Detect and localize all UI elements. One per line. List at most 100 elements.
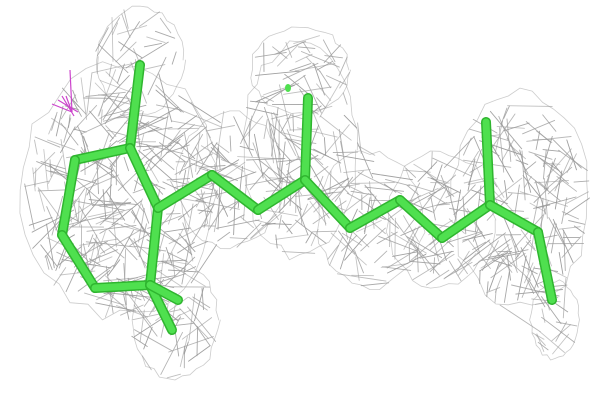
mesh-contour xyxy=(316,150,426,291)
mesh-line xyxy=(492,189,514,212)
bond xyxy=(154,171,216,212)
mesh-line xyxy=(200,189,209,225)
mesh-line xyxy=(255,70,300,76)
mesh-line xyxy=(476,232,506,255)
mesh-line xyxy=(356,220,382,233)
mesh-line xyxy=(319,70,332,89)
mesh-line xyxy=(147,56,167,96)
mesh-line xyxy=(491,244,510,261)
mesh-line xyxy=(70,170,114,194)
mesh-line xyxy=(37,187,46,212)
mesh-line xyxy=(268,120,274,164)
mesh-line xyxy=(410,186,447,207)
mesh-line xyxy=(496,125,525,129)
mesh-line xyxy=(72,218,87,227)
mesh-line xyxy=(324,55,343,59)
mesh-line xyxy=(159,17,172,34)
density-mesh-outline xyxy=(19,5,589,381)
atom-marker-line xyxy=(65,95,73,113)
mesh-contour xyxy=(19,61,219,321)
mesh-line xyxy=(561,211,580,220)
mesh-line xyxy=(60,122,79,146)
mesh-line xyxy=(168,336,214,353)
mesh-line xyxy=(96,56,99,74)
mesh-line xyxy=(283,86,332,95)
mesh-line xyxy=(270,114,290,120)
mesh-line xyxy=(566,153,577,174)
mesh-line xyxy=(95,27,109,52)
mesh-line xyxy=(520,247,539,288)
mesh-line xyxy=(547,178,565,195)
mesh-line xyxy=(313,148,342,164)
mesh-line xyxy=(139,11,160,27)
mesh-line xyxy=(108,63,112,77)
mesh-line xyxy=(432,186,448,214)
mesh-line xyxy=(313,177,349,213)
mesh-contour xyxy=(175,110,284,250)
mesh-line xyxy=(140,122,162,129)
mesh-line xyxy=(506,137,529,174)
mesh-line xyxy=(137,134,145,157)
density-mesh xyxy=(24,9,590,379)
mesh-line xyxy=(134,141,184,155)
mesh-line xyxy=(527,230,535,273)
mesh-line xyxy=(261,95,274,102)
mesh-line xyxy=(271,112,275,135)
mesh-line xyxy=(24,183,35,230)
mesh-line xyxy=(95,212,123,225)
mesh-line xyxy=(406,184,419,196)
mesh-line xyxy=(472,227,479,242)
mesh-line xyxy=(280,113,292,133)
mesh-line xyxy=(501,139,515,161)
bond xyxy=(396,196,446,242)
mesh-line xyxy=(111,198,117,248)
mesh-line xyxy=(49,159,52,177)
mesh-line xyxy=(24,180,50,187)
mesh-line xyxy=(118,41,143,59)
mesh-line xyxy=(331,170,364,201)
bond xyxy=(71,144,134,164)
mesh-line xyxy=(263,119,268,140)
mesh-line xyxy=(79,238,119,246)
mesh-line xyxy=(330,232,367,266)
mesh-line xyxy=(213,189,223,233)
mesh-line xyxy=(253,133,264,179)
mesh-line xyxy=(177,115,198,130)
mesh-line xyxy=(339,230,354,270)
mesh-line xyxy=(55,105,64,137)
mesh-line xyxy=(71,175,108,207)
mesh-line xyxy=(188,296,208,311)
mesh-line xyxy=(526,136,572,142)
mesh-line xyxy=(166,178,190,181)
mesh-line xyxy=(323,44,342,63)
mesh-line xyxy=(322,39,336,63)
mesh-line xyxy=(183,341,189,355)
mesh-line xyxy=(51,195,64,236)
mesh-line xyxy=(500,253,532,281)
mesh-line xyxy=(265,223,292,225)
mesh-line xyxy=(272,46,288,59)
mesh-line xyxy=(161,209,175,226)
mesh-line xyxy=(77,125,89,147)
mesh-line xyxy=(542,149,547,180)
mesh-line xyxy=(382,266,412,271)
mesh-line xyxy=(111,17,114,62)
mesh-line xyxy=(555,303,569,313)
mesh-line xyxy=(147,126,173,133)
mesh-line xyxy=(355,256,360,281)
mesh-line xyxy=(293,35,320,45)
mesh-line xyxy=(338,230,356,255)
mesh-line xyxy=(165,213,181,215)
mesh-line xyxy=(480,247,513,269)
mesh-line xyxy=(503,271,510,303)
mesh-line xyxy=(95,302,137,312)
mesh-line xyxy=(188,293,196,341)
mesh-line xyxy=(269,123,305,154)
mesh-line xyxy=(378,235,418,252)
mesh-line xyxy=(522,175,541,198)
mesh-line xyxy=(53,267,67,286)
mesh-line xyxy=(165,229,184,265)
mesh-line xyxy=(116,63,125,84)
